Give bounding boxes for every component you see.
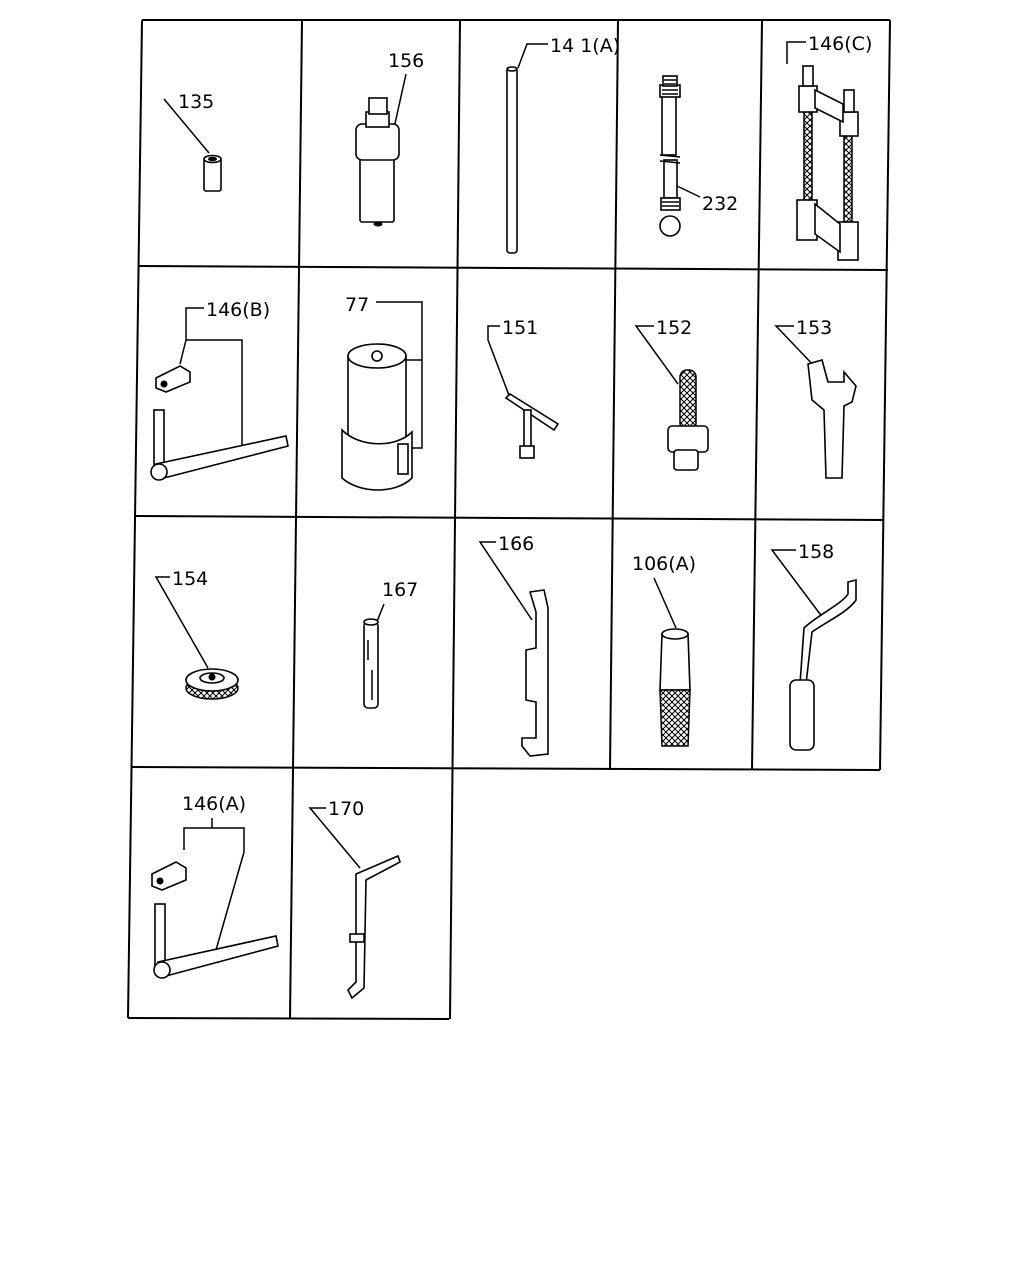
part-label-146a: 146(A) <box>182 793 246 815</box>
part-label-167: 167 <box>382 579 418 601</box>
part-label-151: 151 <box>502 317 538 339</box>
tool-151: 151 <box>487 317 560 459</box>
tool-141a: 14 1(A) <box>506 35 620 254</box>
tool-170: 170 <box>308 798 401 1000</box>
tool-232: 232 <box>659 75 738 237</box>
tool-156: 156 <box>355 50 424 227</box>
tool-grid <box>127 19 891 1020</box>
tool-146c: 146(C) <box>786 33 872 261</box>
tool-152: 152 <box>634 317 709 471</box>
tool-166: 166 <box>478 533 549 757</box>
part-label-158: 158 <box>798 541 834 563</box>
part-label-170: 170 <box>328 798 364 820</box>
tool-158: 158 <box>770 541 857 751</box>
part-label-146c: 146(C) <box>808 33 872 55</box>
tool-146b: 146(B) <box>150 299 289 481</box>
tool-135: 135 <box>163 91 222 192</box>
part-label-106a: 106(A) <box>632 553 696 575</box>
part-label-141a: 14 1(A) <box>550 35 620 57</box>
tool-146a: 146(A) <box>151 793 279 979</box>
tool-77: 77 <box>341 294 423 491</box>
part-label-232: 232 <box>702 193 738 215</box>
tool-167: 167 <box>363 579 418 709</box>
part-label-154: 154 <box>172 568 208 590</box>
part-label-77: 77 <box>345 294 369 316</box>
tool-153: 153 <box>774 317 857 479</box>
part-label-152: 152 <box>656 317 692 339</box>
tool-106a: 106(A) <box>632 553 696 747</box>
part-label-166: 166 <box>498 533 534 555</box>
part-label-146b: 146(B) <box>206 299 270 321</box>
part-label-153: 153 <box>796 317 832 339</box>
tool-154: 154 <box>154 568 239 700</box>
part-label-135: 135 <box>178 91 214 113</box>
part-label-156: 156 <box>388 50 424 72</box>
